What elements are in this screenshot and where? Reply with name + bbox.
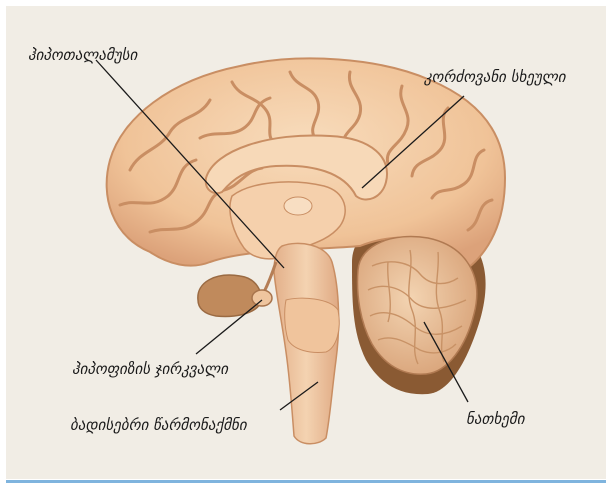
pituitary-gland	[252, 290, 272, 306]
label-corpus-callosum: კორძოვანი სხეული	[423, 68, 567, 86]
label-brainstem: ბადისებრი წარმონაქმნი	[70, 416, 248, 434]
pons-bulge	[285, 298, 340, 352]
label-hypothalamus: ჰიპოთალამუსი	[28, 46, 139, 64]
label-pituitary-gland: ჰიპოფიზის ჯირკვალი	[72, 360, 229, 378]
temporal-lobe	[198, 275, 261, 316]
thalamus-nucleus	[284, 197, 312, 215]
label-cerebellum: ნათხემი	[466, 410, 526, 428]
